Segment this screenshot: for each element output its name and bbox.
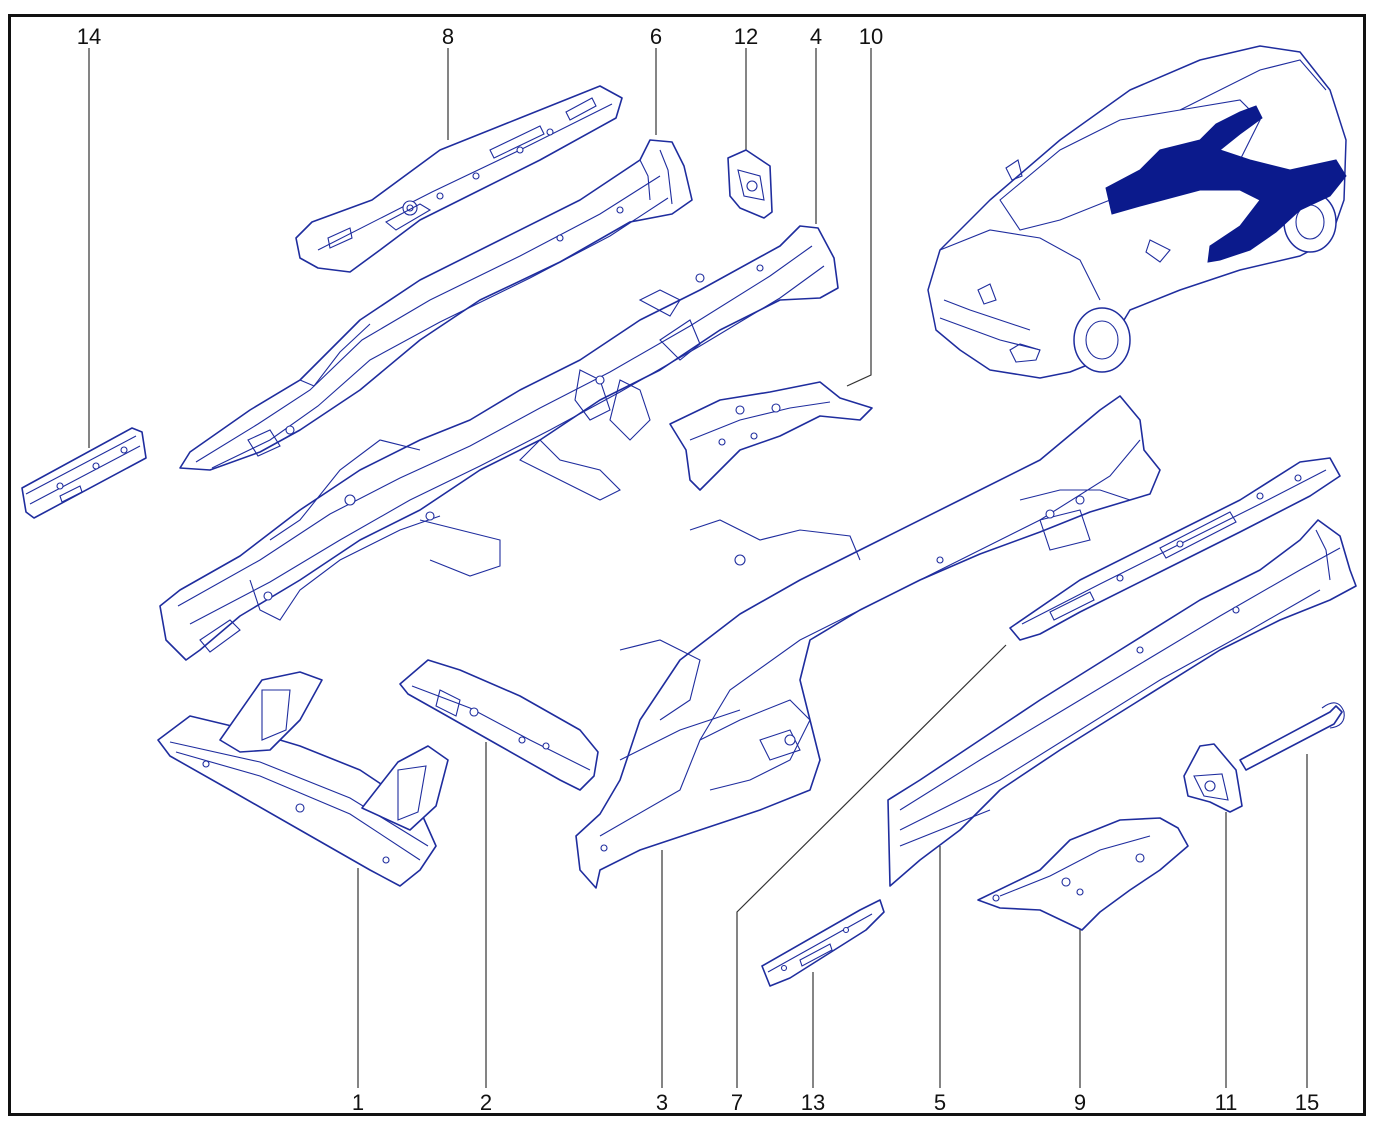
part-3 — [575, 395, 1161, 889]
part-5 — [887, 519, 1357, 887]
part-12 — [727, 149, 773, 219]
part-13 — [761, 899, 885, 987]
part-11 — [1183, 743, 1243, 813]
callout-13: 13 — [801, 1090, 825, 1115]
callout-4: 4 — [810, 24, 822, 49]
callout-8: 8 — [442, 24, 454, 49]
callouts-top: 14 8 6 12 4 10 — [77, 24, 883, 49]
part-4 — [159, 225, 839, 661]
callout-5: 5 — [934, 1090, 946, 1115]
part-9 — [977, 817, 1189, 931]
callout-6: 6 — [650, 24, 662, 49]
part-8 — [295, 85, 623, 273]
part-6 — [179, 139, 693, 471]
vehicle-illustration-icon — [927, 45, 1347, 379]
callout-15: 15 — [1295, 1090, 1319, 1115]
underbody-highlight-icon — [1105, 105, 1347, 263]
callout-3: 3 — [656, 1090, 668, 1115]
leader-lines — [88, 48, 1308, 1088]
callout-11: 11 — [1215, 1090, 1238, 1115]
callout-12: 12 — [734, 24, 758, 49]
leader-10 — [846, 48, 872, 387]
part-14 — [21, 427, 147, 519]
part-10 — [669, 381, 873, 491]
part-1 — [157, 671, 449, 887]
callout-9: 9 — [1074, 1090, 1086, 1115]
part-2 — [399, 659, 599, 791]
callouts-bottom: 1 2 3 7 13 5 9 11 15 — [352, 1090, 1319, 1115]
callout-7: 7 — [731, 1090, 743, 1115]
part-15 — [1239, 702, 1345, 771]
callout-10: 10 — [859, 24, 883, 49]
callout-14: 14 — [77, 24, 101, 49]
leader-7 — [736, 644, 1007, 1088]
part-7 — [1009, 457, 1341, 641]
callout-2: 2 — [480, 1090, 492, 1115]
callout-1: 1 — [352, 1090, 364, 1115]
